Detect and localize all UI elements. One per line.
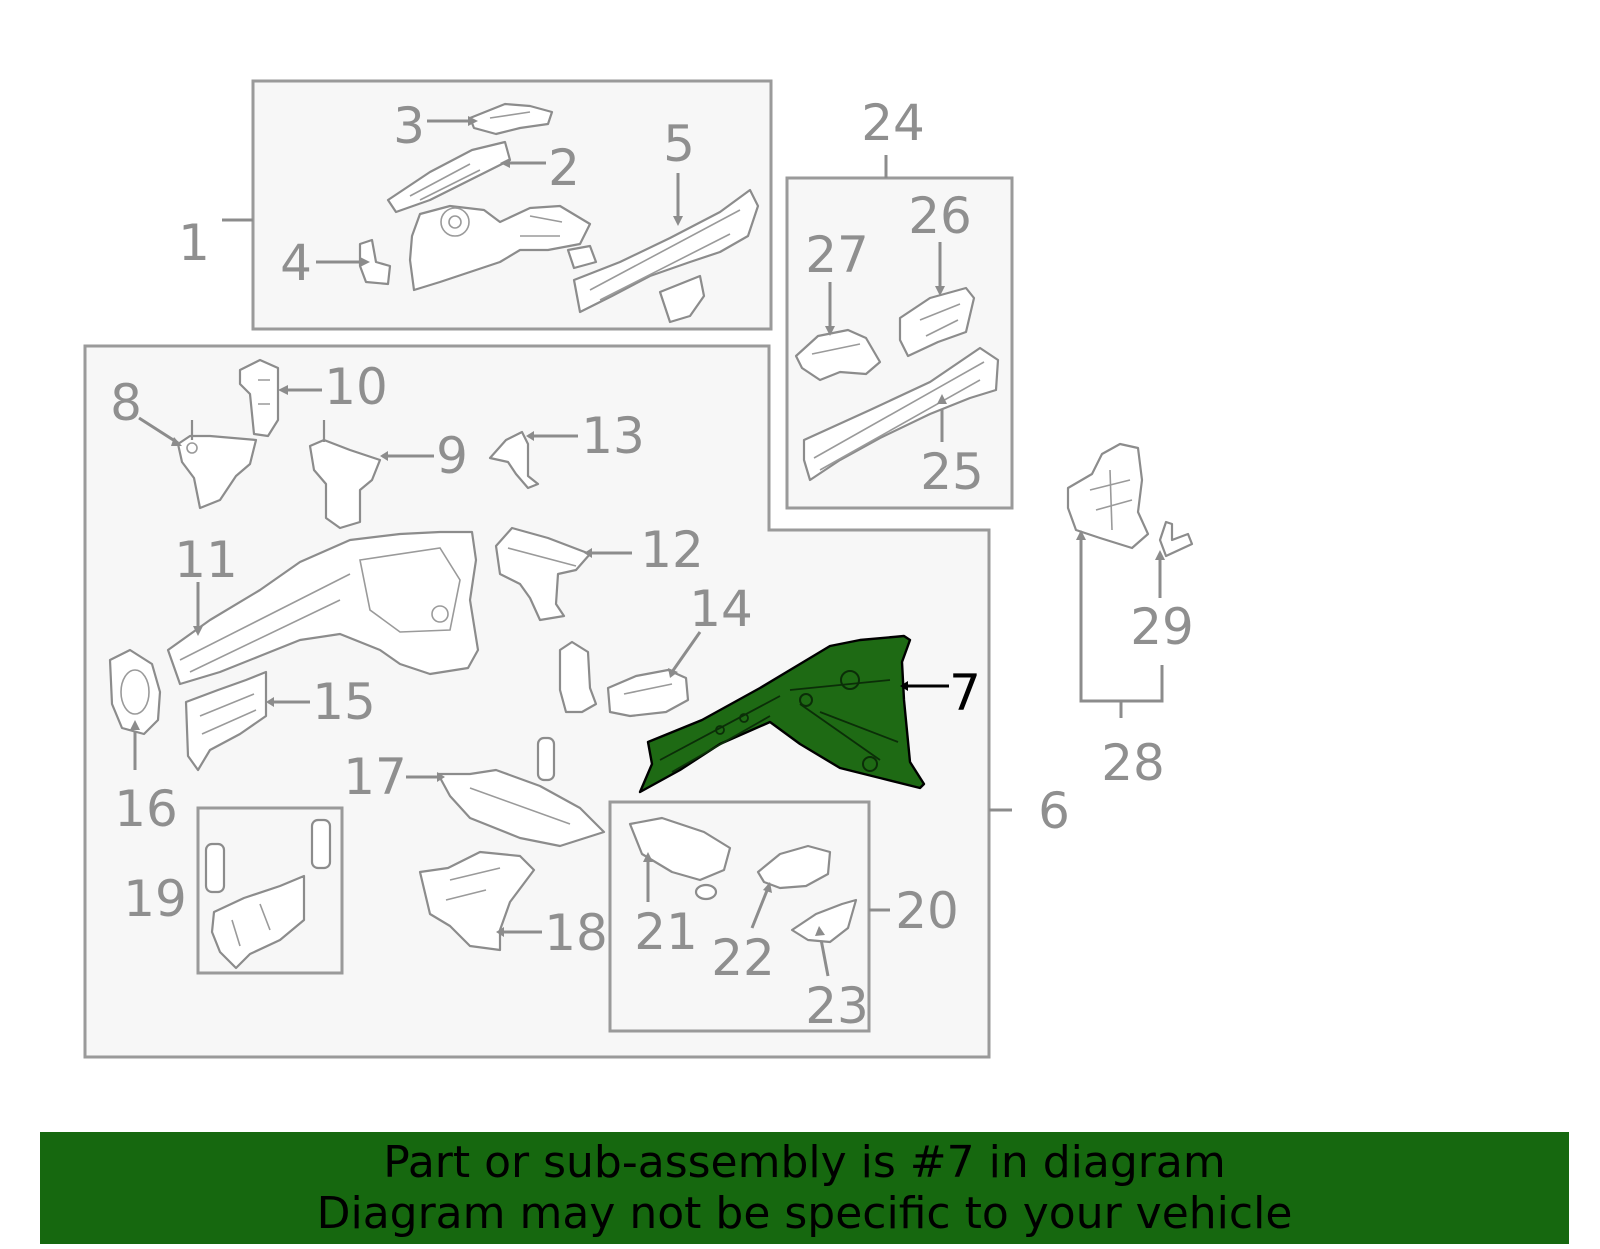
callout-4: 4 (280, 234, 312, 292)
callout-1: 1 (178, 214, 210, 272)
part-1-strut-tower (408, 204, 592, 292)
part-19 (204, 818, 332, 970)
part-27 (794, 328, 882, 382)
callout-5: 5 (663, 115, 695, 173)
callout-3: 3 (393, 97, 425, 155)
part-11 (166, 530, 480, 686)
part-10 (238, 358, 280, 438)
callout-25: 25 (920, 443, 984, 501)
callout-6: 6 (1038, 782, 1070, 840)
callout-28: 28 (1101, 734, 1165, 792)
info-banner: Part or sub-assembly is #7 in diagram Di… (40, 1132, 1569, 1244)
callout-19: 19 (123, 870, 187, 928)
part-13 (488, 430, 540, 490)
part-25 (802, 346, 1000, 482)
part-8 (176, 420, 258, 510)
callout-23: 23 (805, 977, 869, 1035)
callout-2: 2 (548, 139, 580, 197)
callout-8: 8 (110, 374, 142, 432)
part-17 (436, 736, 606, 848)
part-18 (418, 850, 536, 952)
callout-27: 27 (805, 226, 869, 284)
callout-21: 21 (634, 903, 698, 961)
part-9 (308, 420, 382, 530)
part-26 (898, 286, 976, 358)
callout-numbers: 1 2 3 4 5 6 7 8 9 10 11 12 13 14 15 16 1… (110, 94, 1194, 1035)
callout-16: 16 (114, 780, 178, 838)
callout-7: 7 (949, 664, 981, 722)
banner-line-disclaimer: Diagram may not be specific to your vehi… (316, 1188, 1293, 1239)
part-29 (1158, 520, 1194, 558)
callout-14: 14 (689, 580, 753, 638)
leader-lines (133, 119, 1164, 977)
part-12 (494, 526, 592, 622)
part-3 (468, 102, 554, 136)
callout-13: 13 (581, 407, 645, 465)
part-23 (790, 898, 858, 944)
part-14-bracket (558, 640, 598, 714)
part-5 (566, 188, 760, 324)
callout-12: 12 (640, 521, 704, 579)
part-7-highlighted (638, 634, 926, 794)
callout-18: 18 (544, 904, 608, 962)
callout-17: 17 (343, 748, 407, 806)
part-14 (606, 668, 690, 718)
callout-22: 22 (711, 929, 775, 987)
part-15 (184, 670, 268, 772)
callout-26: 26 (908, 187, 972, 245)
banner-line-part: Part or sub-assembly is #7 in diagram (383, 1137, 1226, 1188)
part-4 (358, 238, 392, 286)
callout-9: 9 (436, 427, 468, 485)
part-16 (108, 648, 162, 736)
callout-10: 10 (324, 358, 388, 416)
callout-15: 15 (312, 673, 376, 731)
callout-24: 24 (861, 94, 925, 152)
callout-20: 20 (895, 882, 959, 940)
arrow-head-7 (900, 681, 908, 691)
part-28 (1066, 442, 1150, 550)
arrow-heads (130, 116, 1165, 937)
callout-11: 11 (174, 531, 238, 589)
callout-29: 29 (1130, 598, 1194, 656)
